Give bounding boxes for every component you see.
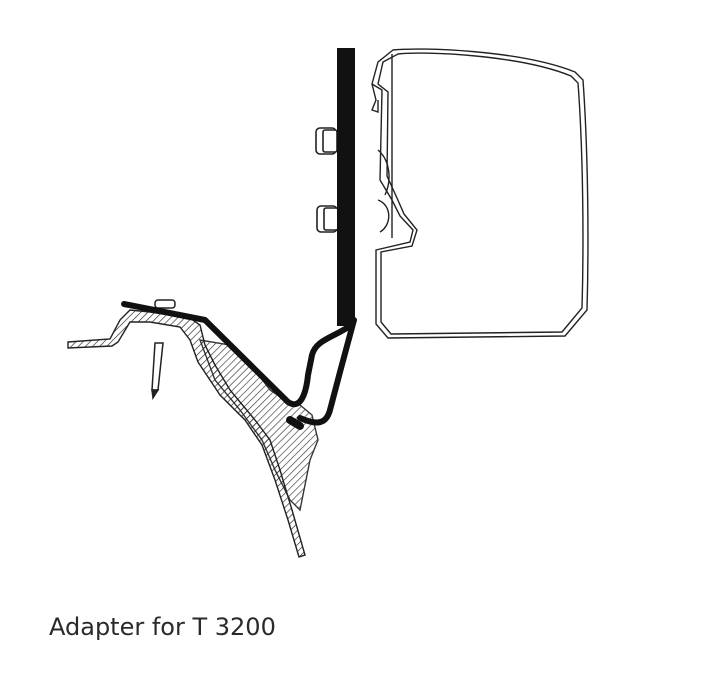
bolt-lower [316,205,339,233]
bolt-upper [315,127,338,155]
nail [151,299,176,401]
diagram-caption: Adapter for T 3200 [49,613,276,641]
adapter-rail [121,48,357,430]
awning-housing [371,48,589,339]
adapter-diagram [67,48,589,558]
vehicle-body-panel [67,309,319,558]
